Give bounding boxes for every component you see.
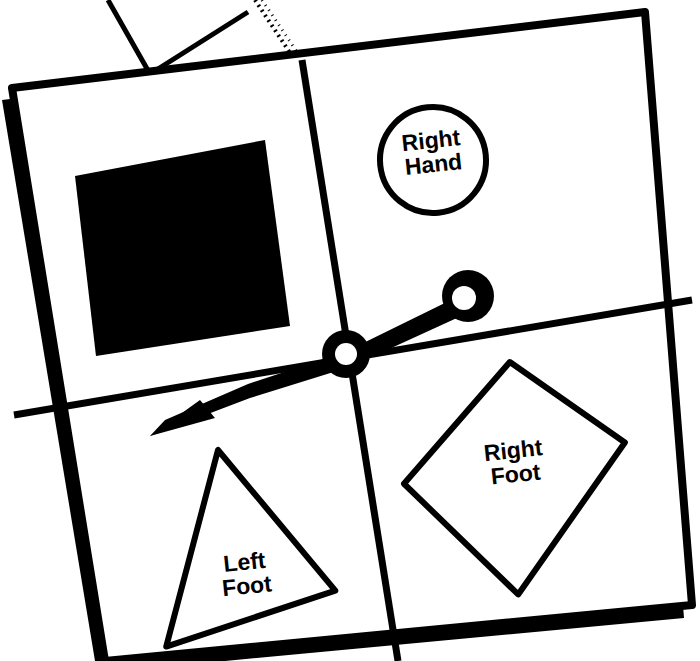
circle-node: Right Hand [371, 98, 494, 221]
triangle-shape [146, 439, 339, 646]
triangle-outline [140, 433, 345, 656]
spinner-ring-hole [452, 286, 476, 310]
diamond-shape [392, 351, 639, 605]
spinner-pointer-tip [150, 400, 215, 436]
node-label: Left Foot [203, 546, 293, 651]
node-label: Right Hand [385, 123, 484, 220]
spinner-hub [322, 330, 370, 378]
triangle-node: Left Foot [140, 433, 345, 656]
spinner-ring [442, 270, 494, 322]
node-label: Right Foot [467, 434, 573, 603]
diamond-node: Right Foot [388, 347, 644, 610]
spinner-board [12, 12, 692, 661]
spinner-pin [335, 343, 357, 365]
black-square [75, 140, 290, 356]
spinner-pointer [150, 352, 345, 436]
